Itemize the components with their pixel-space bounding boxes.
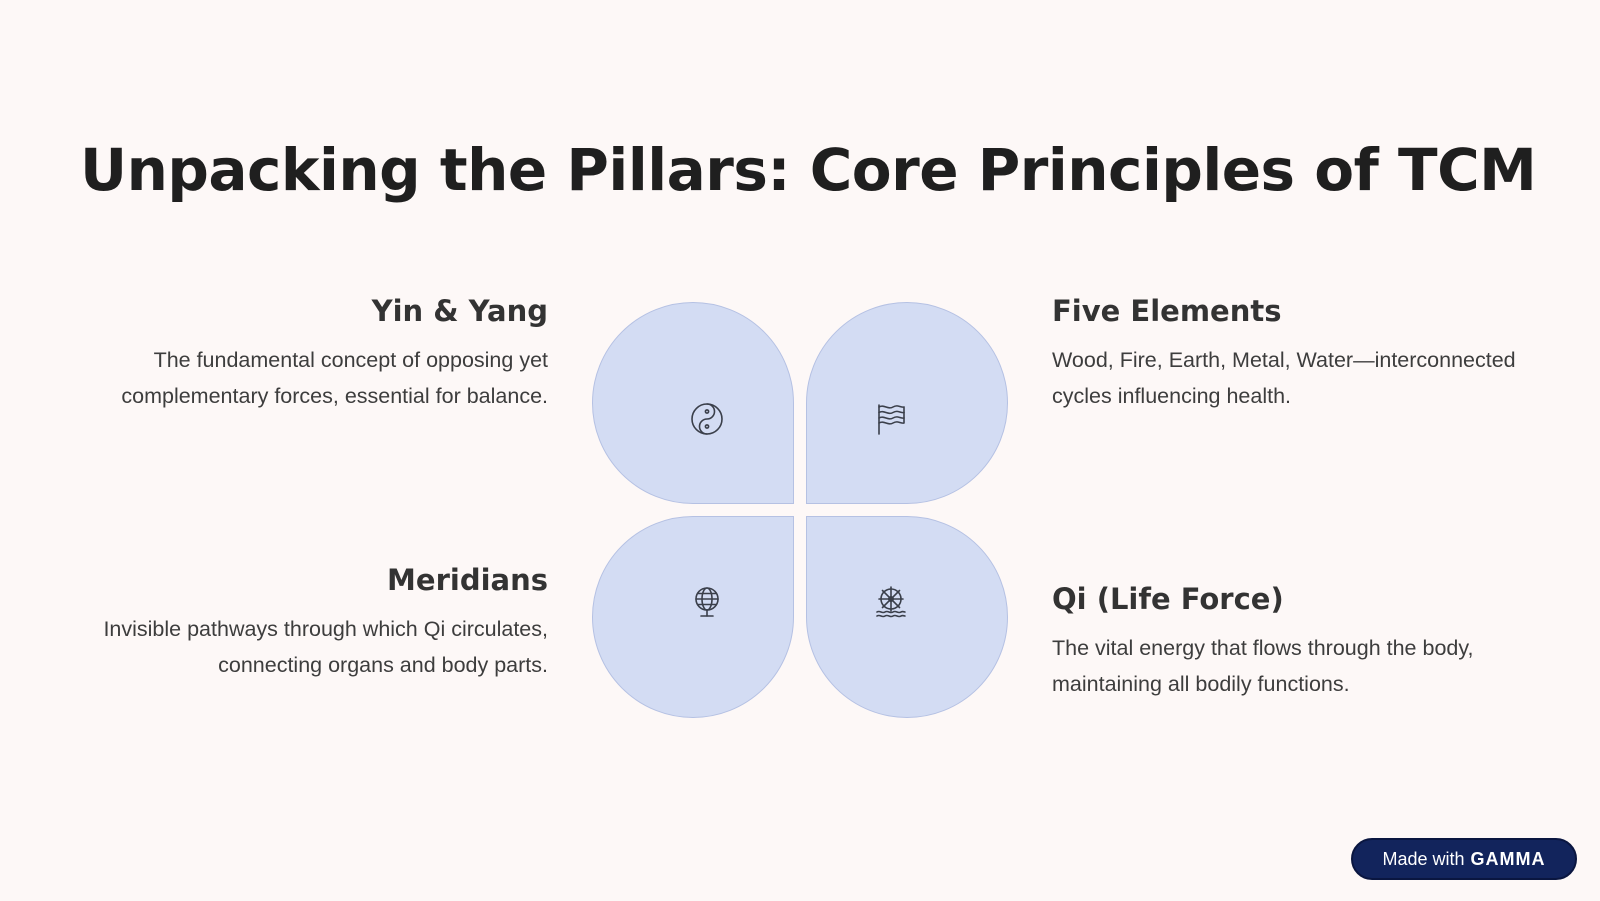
gamma-logo-text: GAMMA	[1470, 848, 1546, 869]
principle-yin-yang: Yin & Yang The fundamental concept of op…	[68, 294, 548, 414]
page-title: Unpacking the Pillars: Core Principles o…	[80, 136, 1537, 204]
made-with-gamma-badge[interactable]: Made with GAMMA	[1351, 838, 1577, 880]
petal-top-right	[806, 302, 1008, 504]
principle-description: The fundamental concept of opposing yet …	[121, 348, 548, 408]
petal-top-left	[592, 302, 794, 504]
globe-icon	[689, 584, 725, 620]
flag-icon	[873, 401, 909, 437]
principle-description: Wood, Fire, Earth, Metal, Water—intercon…	[1052, 348, 1516, 408]
yin-yang-icon	[689, 401, 725, 437]
principle-meridians: Meridians Invisible pathways through whi…	[68, 563, 548, 683]
principle-description: Invisible pathways through which Qi circ…	[103, 617, 548, 677]
ship-wheel-icon	[873, 584, 909, 620]
principle-heading: Yin & Yang	[371, 294, 548, 328]
principle-heading: Meridians	[387, 563, 548, 597]
principle-heading: Qi (Life Force)	[1052, 582, 1284, 616]
petal-bottom-left	[592, 516, 794, 718]
principle-five-elements: Five Elements Wood, Fire, Earth, Metal, …	[1052, 294, 1532, 414]
principle-heading: Five Elements	[1052, 294, 1282, 328]
badge-prefix: Made with	[1382, 848, 1465, 869]
principle-description: The vital energy that flows through the …	[1052, 636, 1474, 696]
principle-qi: Qi (Life Force) The vital energy that fl…	[1052, 582, 1532, 702]
petal-bottom-right	[806, 516, 1008, 718]
